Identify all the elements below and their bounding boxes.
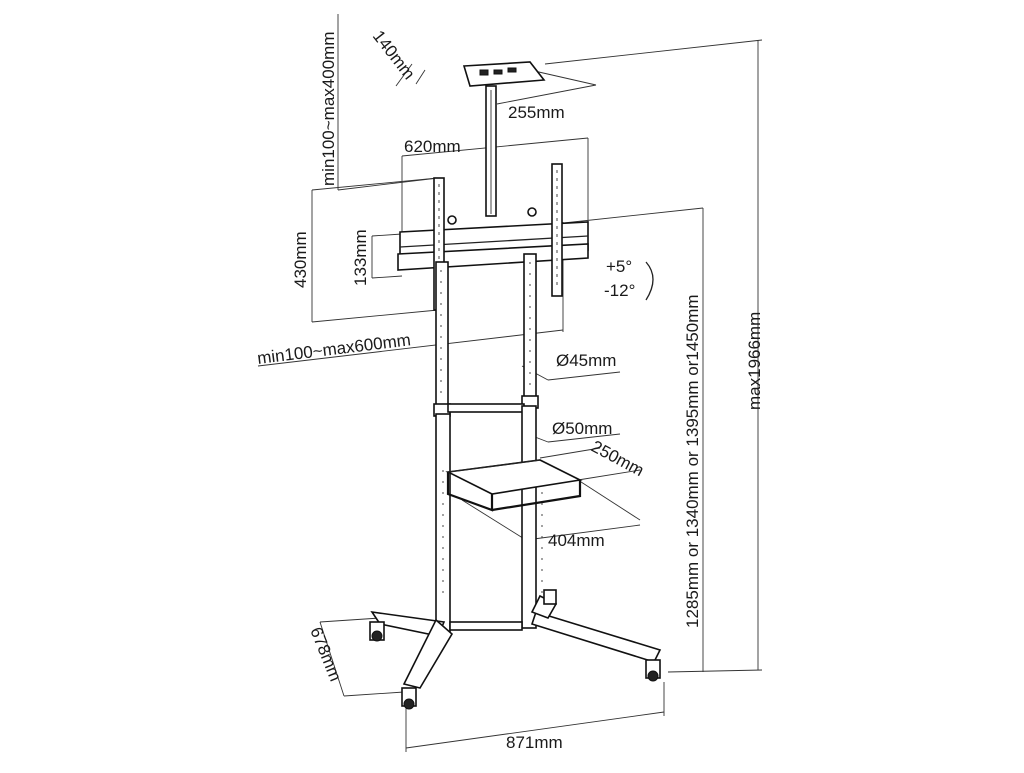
upper-pole-diameter-label: Ø45mm <box>556 351 616 370</box>
tilt-down-label: -12° <box>604 281 635 300</box>
bracket-width-label: 620mm <box>404 137 461 156</box>
tilt-up-label: +5° <box>606 257 632 276</box>
max-height-label: max1966mm <box>745 312 764 410</box>
dimension-labels: 140mm 255mm min100~max400mm 620mm 430mm … <box>256 27 764 752</box>
plate-width-label: 255mm <box>508 103 565 122</box>
base <box>369 589 662 710</box>
tilt-arc <box>645 261 654 301</box>
caster-wheels <box>369 589 661 710</box>
base-width-label: 871mm <box>506 733 563 752</box>
bracket-span-label: min100~max600mm <box>256 330 412 368</box>
dimension-lines <box>257 14 763 752</box>
top-plate <box>462 61 546 217</box>
tray-height-adjust-label: min100~max400mm <box>319 32 338 187</box>
lower-pole-diameter-label: Ø50mm <box>552 419 612 438</box>
bracket-height-label: 430mm <box>291 231 310 288</box>
rail-height-label: 133mm <box>351 229 370 286</box>
shelf <box>445 459 583 512</box>
plate-depth-label: 140mm <box>369 27 419 83</box>
base-depth-label: 678mm <box>306 624 345 684</box>
center-height-label: 1285mm or 1340mm or 1395mm or1450mm <box>683 294 702 628</box>
shelf-width-label: 404mm <box>548 531 605 550</box>
poles <box>433 253 543 637</box>
